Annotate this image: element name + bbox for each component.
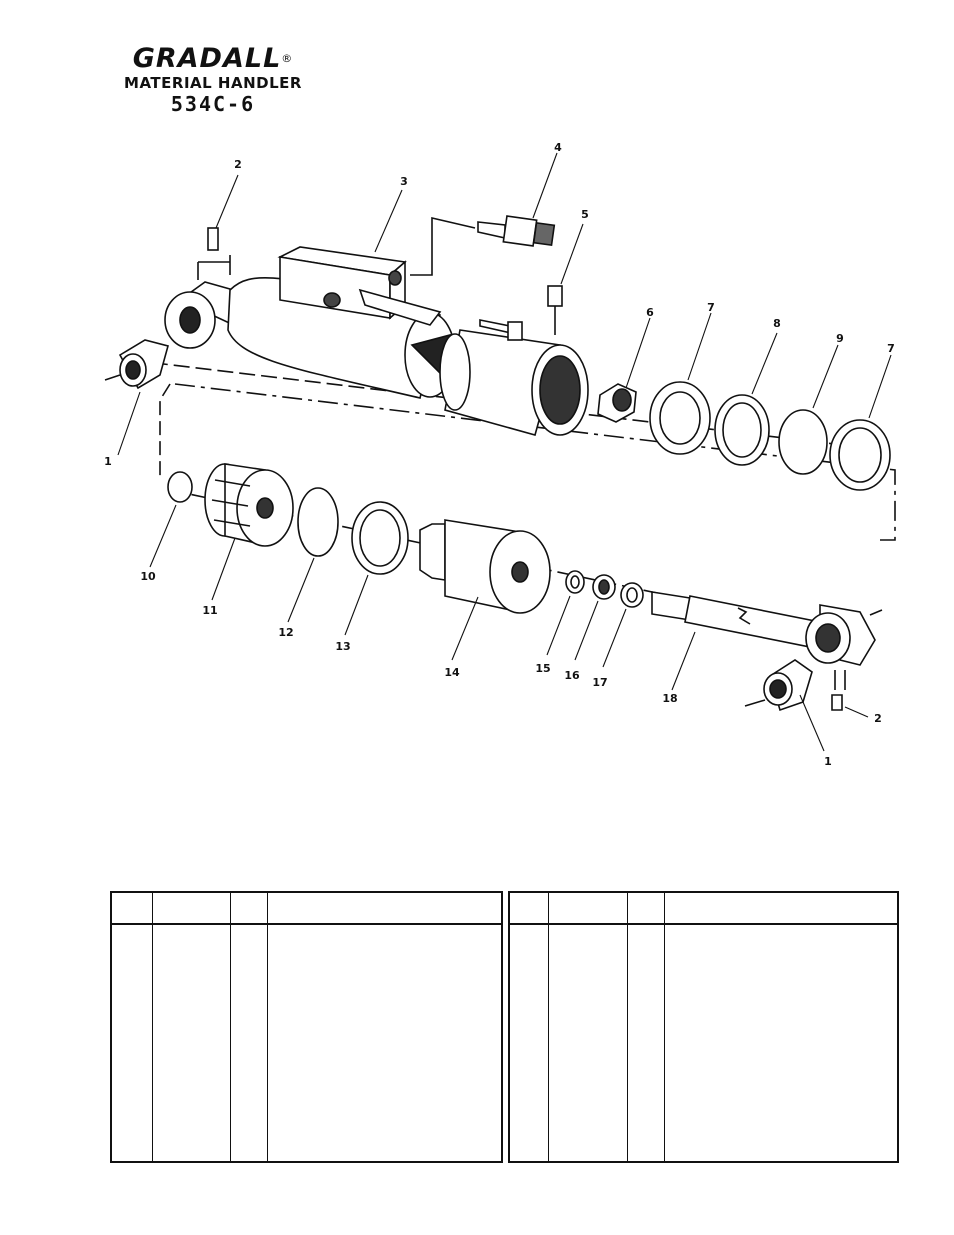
- washer-16: [592, 574, 616, 600]
- callout-1: 1: [104, 455, 112, 468]
- callout-16: 16: [564, 669, 580, 682]
- callout-5: 5: [581, 208, 589, 221]
- callout-18: 18: [662, 692, 677, 705]
- parts-table-left: [110, 891, 503, 1163]
- piston-rod: [651, 591, 883, 666]
- brand-block: GRADALL® MATERIAL HANDLER 534C-6: [108, 44, 318, 117]
- set-screw: [547, 285, 563, 335]
- leader-lines: [117, 152, 892, 752]
- callout-2: 2: [874, 712, 882, 725]
- model-number: 534C-6: [170, 92, 256, 116]
- o-ring-9: [778, 409, 828, 475]
- callout-14: 14: [444, 666, 460, 679]
- gland: [419, 519, 551, 614]
- lock-nut: [597, 383, 637, 423]
- callout-12: 12: [278, 626, 293, 639]
- bushing-right: [744, 659, 813, 712]
- callout-9: 9: [836, 332, 844, 345]
- table-header: [510, 893, 897, 925]
- callout-2: 2: [234, 158, 242, 171]
- column-divider: [627, 893, 628, 1161]
- o-ring-12: [297, 487, 339, 557]
- callout-7: 7: [887, 342, 895, 355]
- callout-10: 10: [140, 570, 156, 583]
- column-divider: [664, 893, 665, 1161]
- valve-block: [277, 216, 476, 326]
- subtitle: MATERIAL HANDLER: [124, 74, 302, 92]
- routing-line-left: [159, 383, 171, 480]
- parts-table-right: [508, 891, 899, 1163]
- washer-15: [565, 570, 585, 594]
- callout-15: 15: [535, 662, 550, 675]
- brand-logo: GRADALL®: [108, 44, 318, 74]
- registered-mark: ®: [281, 52, 294, 65]
- barrel-head: [439, 319, 589, 436]
- grease-fitting-bottom: [831, 670, 846, 711]
- wear-ring-2: [829, 419, 891, 491]
- valve-cartridge: [477, 215, 556, 247]
- column-divider: [548, 893, 549, 1161]
- piston: [204, 463, 294, 547]
- column-divider: [152, 893, 153, 1161]
- callout-17: 17: [592, 676, 607, 689]
- brand-name: GRADALL: [132, 43, 282, 74]
- callout-1: 1: [824, 755, 832, 768]
- bushing-left: [104, 339, 169, 390]
- table-header: [112, 893, 501, 925]
- column-divider: [267, 893, 268, 1161]
- callout-3: 3: [400, 175, 408, 188]
- column-divider: [230, 893, 231, 1161]
- washer-17: [620, 582, 644, 608]
- o-ring-10: [167, 471, 193, 503]
- backup-ring: [351, 501, 409, 575]
- callout-8: 8: [773, 317, 781, 330]
- wear-ring-1: [649, 381, 711, 455]
- callout-13: 13: [335, 640, 350, 653]
- seal-ring: [714, 394, 770, 466]
- callout-7: 7: [707, 301, 715, 314]
- callout-6: 6: [646, 306, 654, 319]
- callout-11: 11: [202, 604, 217, 617]
- callout-4: 4: [554, 141, 562, 154]
- grease-fitting-top: [197, 227, 231, 280]
